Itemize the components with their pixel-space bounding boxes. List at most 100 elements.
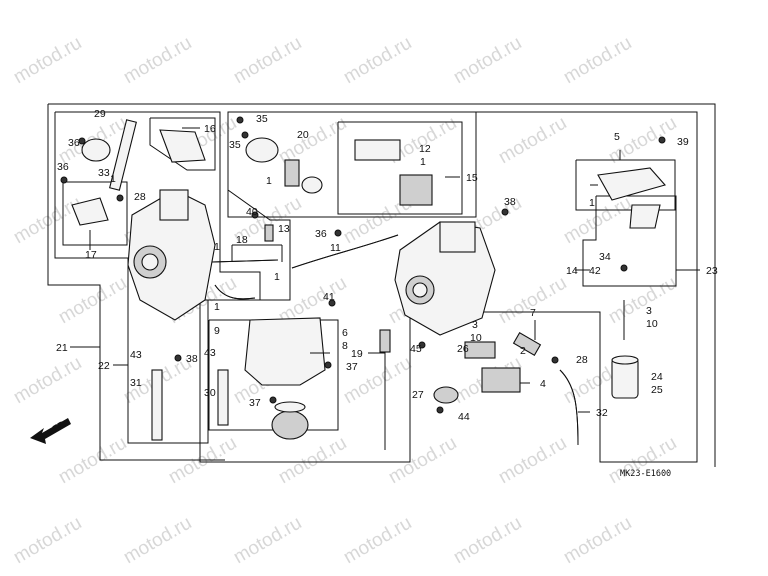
callout-42: 42 xyxy=(589,265,601,277)
diaphragm xyxy=(301,176,323,194)
callout-27: 27 xyxy=(412,389,424,401)
callout-45: 45 xyxy=(410,343,422,355)
clip-28b xyxy=(116,194,124,202)
outer-frame-top-right xyxy=(48,103,716,467)
screw-13 xyxy=(264,224,274,242)
hose-32-bg xyxy=(559,369,579,446)
box-17 xyxy=(62,181,128,246)
right-carb-top xyxy=(439,221,476,253)
right-carb-bore-inner xyxy=(412,282,428,298)
callout-20: 20 xyxy=(297,129,309,141)
callout-25: 25 xyxy=(651,384,663,396)
callout-10: 10 xyxy=(646,318,658,330)
diagram-code: MK23-E1600 xyxy=(620,469,671,479)
callout-10: 10 xyxy=(470,332,482,344)
callout-39: 39 xyxy=(677,136,689,148)
spring-15 xyxy=(399,174,433,206)
callout-1: 1 xyxy=(214,241,220,253)
callout-26: 26 xyxy=(457,343,469,355)
pump-27 xyxy=(433,386,459,404)
screw-36c xyxy=(334,229,342,237)
callout-14: 14 xyxy=(566,265,578,277)
screw-44 xyxy=(436,406,444,414)
callout-13: 13 xyxy=(278,223,290,235)
pump-4 xyxy=(481,367,521,393)
right-carb-frame xyxy=(199,111,698,463)
screw-37a xyxy=(324,361,332,369)
top-cover-20 xyxy=(245,137,279,163)
clip-28 xyxy=(551,356,559,364)
o-ring xyxy=(274,401,306,413)
pump-diaphragm xyxy=(464,341,496,359)
callout-37: 37 xyxy=(346,361,358,373)
callout-6: 6 xyxy=(342,327,348,339)
callout-3: 3 xyxy=(472,319,478,331)
box-5 xyxy=(575,159,676,211)
callout-2: 2 xyxy=(520,345,526,357)
callout-1: 1 xyxy=(274,271,280,283)
callout-43: 43 xyxy=(204,347,216,359)
callout-37: 37 xyxy=(249,397,261,409)
callout-1: 1 xyxy=(589,197,595,209)
callout-35: 35 xyxy=(256,113,268,125)
callout-41: 41 xyxy=(323,291,335,303)
callout-34: 34 xyxy=(599,251,611,263)
callout-18: 18 xyxy=(236,234,248,246)
screw-45 xyxy=(418,341,426,349)
callout-40: 40 xyxy=(246,206,258,218)
drain-cap xyxy=(271,410,309,440)
callout-23: 23 xyxy=(706,265,718,277)
callout-28: 28 xyxy=(134,191,146,203)
callout-33: 33 xyxy=(98,167,110,179)
screw-36b xyxy=(78,137,86,145)
box-14 xyxy=(582,195,677,287)
callout-22: 22 xyxy=(98,360,110,372)
throttle-stop-19 xyxy=(379,329,391,353)
callout-12: 12 xyxy=(419,143,431,155)
hose-9 xyxy=(214,284,256,300)
leader-lines xyxy=(70,127,700,413)
left-carb-top xyxy=(159,189,189,221)
linkage-15 xyxy=(354,139,401,161)
callout-38: 38 xyxy=(186,353,198,365)
callout-36: 36 xyxy=(57,161,69,173)
outer-frame-left xyxy=(47,104,225,461)
callout-1: 1 xyxy=(214,301,220,313)
callout-9: 9 xyxy=(214,325,220,337)
callout-16: 16 xyxy=(204,123,216,135)
callout-43: 43 xyxy=(130,349,142,361)
callout-36: 36 xyxy=(68,137,80,149)
callout-19: 19 xyxy=(351,348,363,360)
callout-29: 29 xyxy=(94,108,106,120)
lever-5 xyxy=(629,204,661,229)
callout-7: 7 xyxy=(530,307,536,319)
hose-18 xyxy=(211,259,279,263)
hose-32 xyxy=(559,369,579,446)
spring-20 xyxy=(284,159,300,187)
callout-15: 15 xyxy=(466,172,478,184)
screw-38b xyxy=(501,208,509,216)
lever-16 xyxy=(159,129,206,163)
callout-30: 30 xyxy=(204,387,216,399)
left-carb-bore-inner xyxy=(141,253,159,271)
top-center-box xyxy=(227,111,477,218)
screw-35a xyxy=(236,116,244,124)
drain-tube-31 xyxy=(151,369,163,441)
callout-5: 5 xyxy=(614,131,620,143)
callout-labels: 29 36 36 33 28 1 17 16 40 13 18 1 1 1 9 … xyxy=(56,108,718,423)
callout-21: 21 xyxy=(56,342,68,354)
tube-upper-left xyxy=(109,119,137,191)
screw-40 xyxy=(251,211,259,219)
front-arrow-icon xyxy=(30,418,71,444)
part-shapes xyxy=(60,116,666,450)
callout-24: 24 xyxy=(651,371,663,383)
screw-41 xyxy=(328,299,336,307)
cover-5 xyxy=(597,167,666,201)
link-tube xyxy=(291,234,399,269)
callout-28: 28 xyxy=(576,354,588,366)
screw-35b xyxy=(241,131,249,139)
screw-42 xyxy=(620,264,628,272)
callout-1: 1 xyxy=(266,175,272,187)
